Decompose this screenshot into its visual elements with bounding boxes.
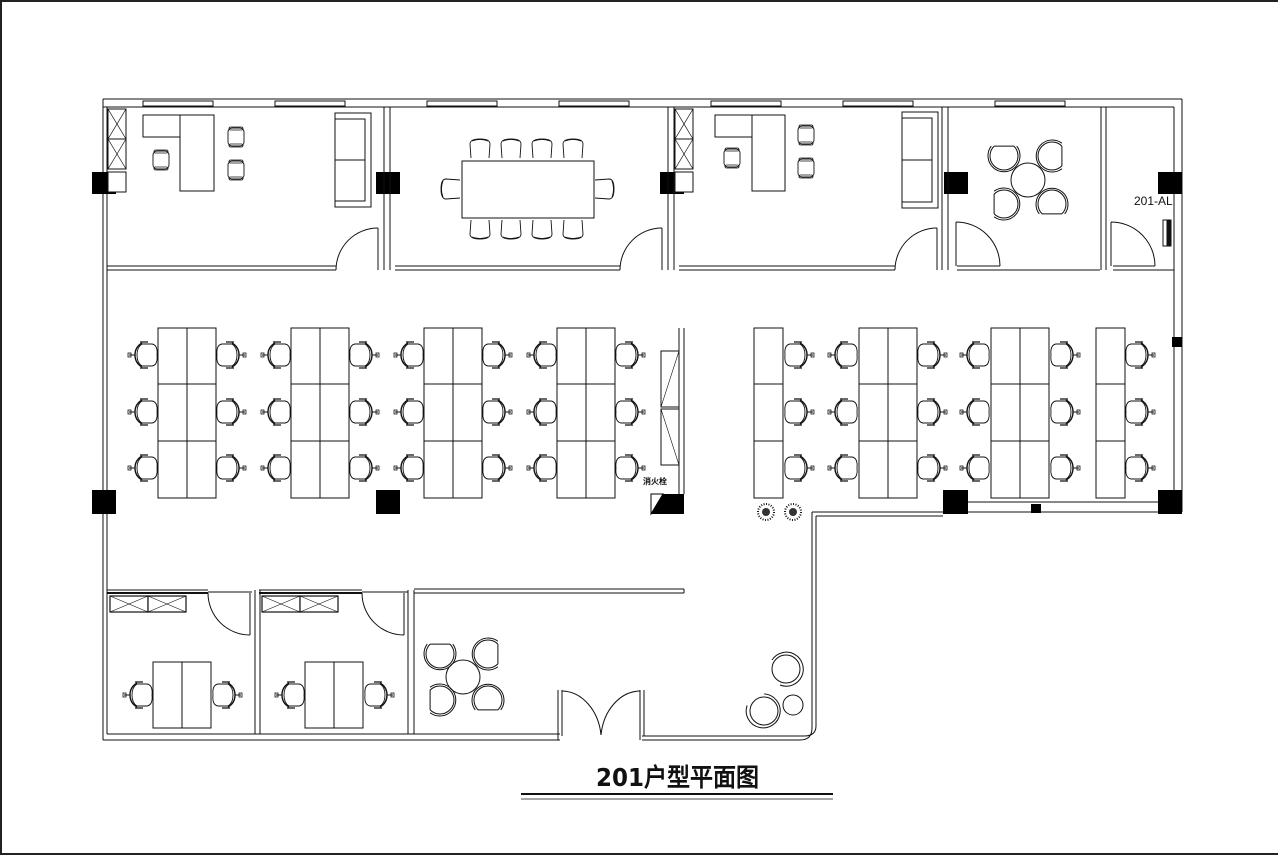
reception [414,588,804,740]
bottom-offices [107,589,415,734]
title-underline [521,793,833,800]
meeting-room-furniture [440,138,615,240]
drawing-title: 201户型平面图 [595,763,760,792]
office-1-furniture [107,108,372,208]
top-partitions [107,107,1174,271]
lounge-1-furniture [980,132,1076,228]
electric-room [1162,219,1172,247]
exterior-walls [102,98,1183,741]
open-office-west [128,327,685,499]
office-2-furniture [674,108,939,209]
open-office-east [753,327,1156,521]
fire-hydrant-label: 消火栓 [643,477,667,486]
columns [92,172,1182,516]
unit-label: 201-AL [1134,194,1173,208]
